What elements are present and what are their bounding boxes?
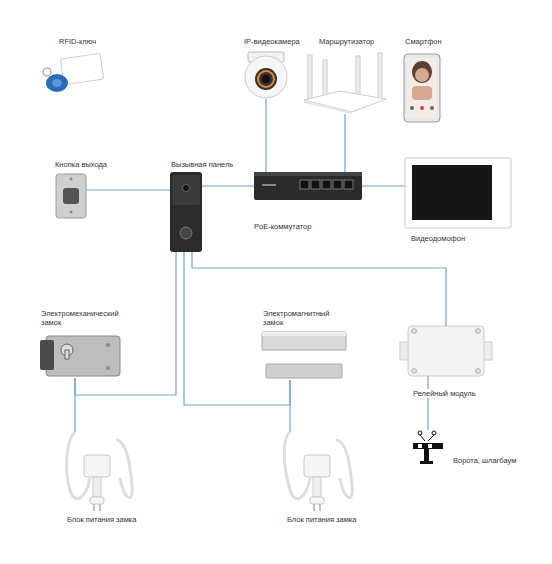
device-label: PoE-коммутатор — [253, 222, 312, 231]
device-label: Релейный модуль — [412, 389, 477, 398]
device-label: Смартфон — [404, 37, 443, 46]
cable-connector — [265, 99, 266, 172]
switch-illustration — [254, 172, 362, 200]
cable-connector — [202, 185, 254, 186]
device-label: Электромагнитный замок — [262, 309, 344, 327]
lock-power-supply: Блок питания замка — [284, 432, 354, 512]
lock-power-supply: Блок питания замка — [64, 432, 134, 512]
call-panel: Вызывная панель — [170, 172, 202, 252]
device-label: Ворота, шлагбаум — [452, 456, 517, 465]
relay-module: Релейный модуль — [400, 326, 492, 376]
device-label: Кнопка выхода — [54, 160, 108, 169]
device-label: Маршрутизатор — [318, 37, 375, 46]
router-illustration — [304, 53, 386, 114]
cable-connector — [344, 114, 345, 172]
poe-switch: PoE-коммутатор — [254, 172, 362, 200]
electromechanical-lock-illustration — [40, 336, 120, 376]
router: Маршрутизатор — [303, 52, 387, 114]
call-panel-illustration — [170, 172, 202, 252]
rfid-key: RFID-ключ — [40, 55, 105, 97]
device-label: RFID-ключ — [58, 37, 97, 46]
power-supply-illustration — [67, 432, 133, 511]
electromagnetic-lock: Электромагнитный замок — [262, 332, 346, 380]
cable-connector — [362, 185, 405, 186]
device-label: Блок питания замка — [286, 515, 357, 524]
device-label: Электромеханический замок — [40, 309, 132, 327]
electromagnetic-lock-illustration — [262, 332, 346, 378]
monitor-illustration — [405, 158, 511, 228]
device-label: Видеодомофон — [410, 234, 466, 243]
rfid-illustration — [43, 53, 104, 92]
smartphone: Смартфон — [404, 54, 440, 122]
cable-connector — [184, 252, 290, 405]
cable-connector — [427, 376, 428, 430]
barrier-icon — [413, 431, 443, 464]
cable-connector — [192, 252, 446, 326]
relay-module-illustration — [400, 326, 492, 376]
camera-illustration — [245, 52, 287, 98]
device-label: Вызывная панель — [170, 160, 234, 169]
cable-connector — [86, 189, 170, 190]
exit-button: Кнопка выхода — [56, 174, 86, 218]
device-label: IP-видеокамера — [243, 37, 301, 46]
device-label: Блок питания замка — [66, 515, 137, 524]
cable-connector — [74, 378, 75, 432]
ip-camera: IP-видеокамера — [245, 52, 287, 99]
video-intercom: Видеодомофон — [405, 158, 511, 228]
electromechanical-lock: Электромеханический замок — [40, 333, 122, 378]
smartphone-illustration — [404, 54, 440, 122]
exit-button-illustration — [56, 174, 86, 218]
power-supply-illustration — [284, 432, 352, 511]
cable-connector — [289, 380, 290, 432]
barrier-gate: Ворота, шлагбаум — [413, 430, 443, 464]
